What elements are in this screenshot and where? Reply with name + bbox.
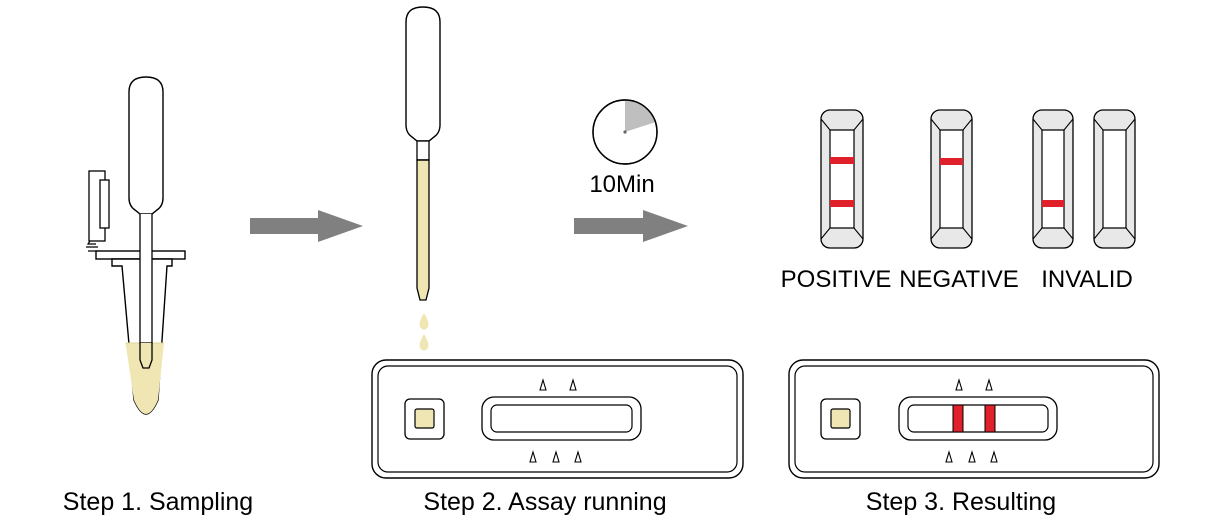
control-line: [830, 157, 854, 164]
window-marker-triangles: [945, 378, 998, 463]
negative-label: NEGATIVE: [899, 266, 1019, 293]
strip-invalid-1: [1032, 109, 1074, 249]
timer-label: 10Min: [589, 171, 654, 198]
test-line: [952, 404, 964, 433]
step-1-label: Step 1. Sampling: [63, 488, 253, 516]
test-line: [830, 200, 854, 207]
test-cassette-result: [788, 359, 1160, 479]
positive-label: POSITIVE: [781, 266, 892, 293]
sampling-illustration: [86, 76, 186, 415]
test-cassette-running: [371, 359, 744, 479]
liquid-drop-1: [419, 313, 429, 330]
dropper-liquid: [416, 159, 430, 301]
strip-positive: [820, 109, 864, 249]
liquid-drop-2: [419, 334, 429, 351]
dropper-pipette: [405, 6, 441, 301]
sample-liquid: [125, 343, 164, 414]
control-line: [940, 158, 963, 165]
flow-arrow-2: [574, 210, 688, 242]
pipette-in-tube: [128, 76, 164, 369]
strip-invalid-2: [1093, 109, 1136, 249]
control-line: [984, 404, 996, 433]
strip-negative: [930, 109, 973, 249]
step-3-label: Step 3. Resulting: [866, 488, 1056, 516]
tube-cap: [86, 170, 110, 252]
timer-clock-icon: [592, 99, 658, 165]
invalid-label: INVALID: [1041, 266, 1133, 293]
timer-elapsed-wedge: [625, 100, 656, 132]
window-marker-triangles: [529, 378, 582, 463]
test-line: [1042, 200, 1064, 207]
step-2-label: Step 2. Assay running: [423, 488, 666, 516]
flow-arrow-1: [250, 210, 363, 242]
